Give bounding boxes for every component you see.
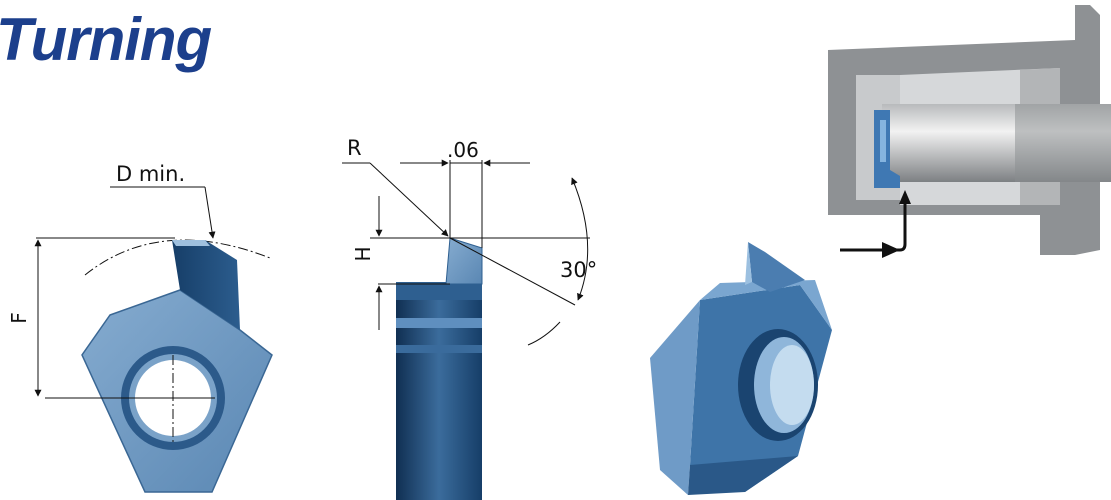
- r-label: R: [347, 136, 362, 160]
- insert-top-view: F D min.: [7, 162, 273, 493]
- arrow-right-icon: [840, 200, 907, 252]
- angle-label: 30°: [560, 258, 597, 282]
- page-title: Turning: [0, 6, 212, 73]
- f-label: F: [7, 312, 31, 324]
- dim-06-label: .06: [447, 138, 479, 162]
- h-label: H: [351, 246, 375, 261]
- insert-side-view: .06 R H 30°: [342, 136, 597, 500]
- insert-3d-view: [650, 242, 832, 495]
- holder-section-view: [828, 5, 1111, 258]
- d-min-label: D min.: [116, 162, 185, 186]
